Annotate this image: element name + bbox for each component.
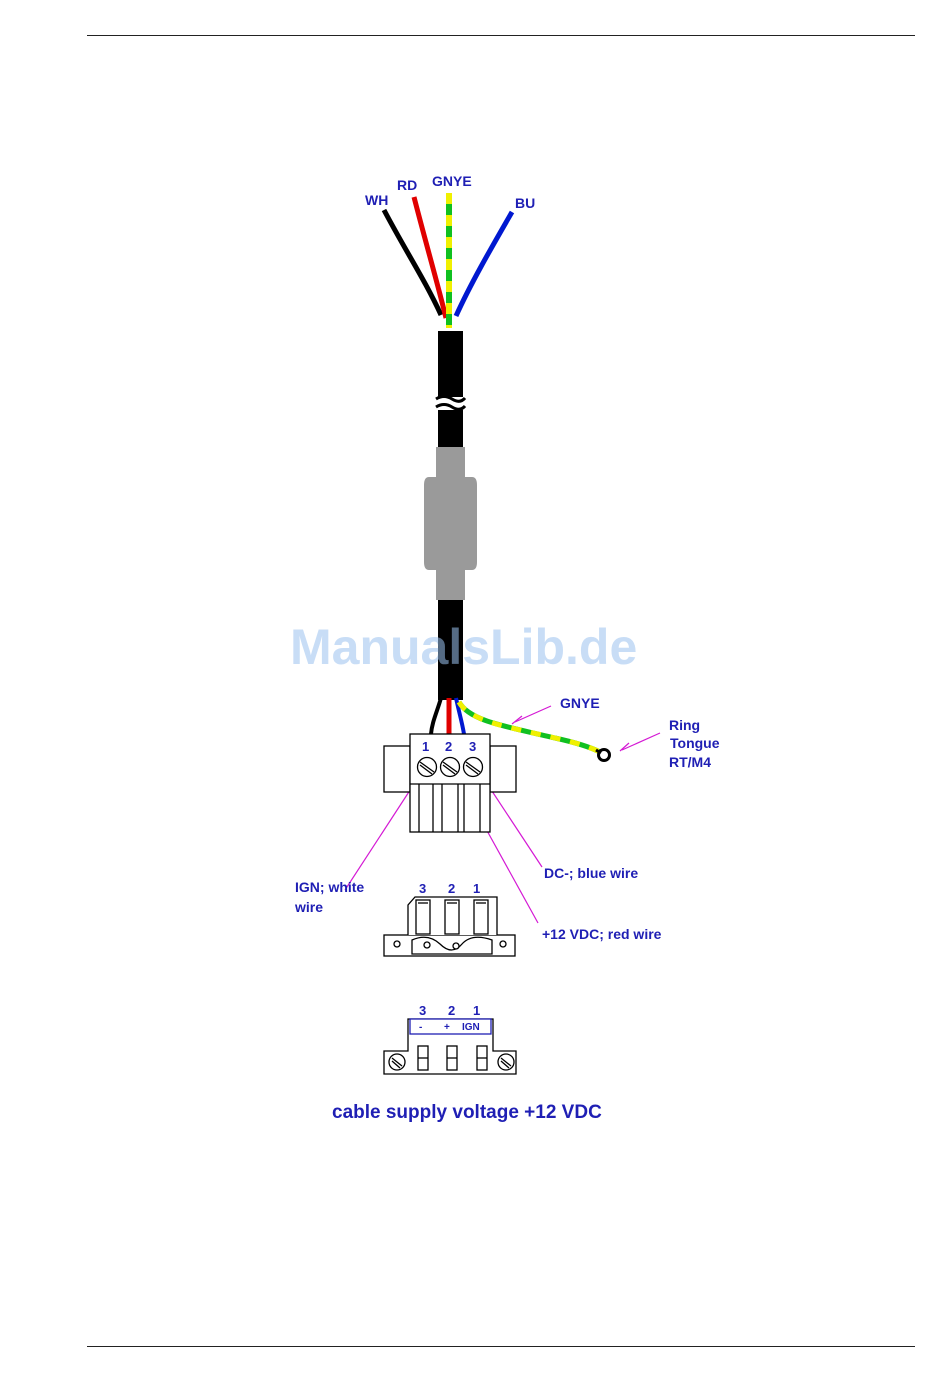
ground-wire-label: GNYE: [560, 695, 600, 711]
ring-tongue-terminal: [596, 750, 610, 761]
strain-relief-sleeve: [424, 447, 477, 600]
side-pin-3: 3: [419, 881, 426, 896]
leader-lines: [345, 706, 660, 923]
top-pin-3: 3: [469, 739, 476, 754]
front-label-ign: IGN: [462, 1022, 480, 1033]
watermark-text: ManualsLib.de: [290, 619, 637, 675]
wire-label-wh: WH: [365, 192, 388, 208]
diagram-caption: cable supply voltage +12 VDC: [332, 1102, 602, 1123]
blue-wire-upper: [456, 212, 512, 316]
ring-tongue-line-3: RT/M4: [669, 754, 711, 770]
ring-tongue-line-2: Tongue: [670, 735, 720, 751]
front-label-plus: +: [444, 1022, 450, 1033]
callout-ign-line-1: IGN; white: [295, 879, 364, 895]
callout-dc-minus: DC-; blue wire: [544, 865, 638, 881]
top-pin-2: 2: [445, 739, 452, 754]
callout-plus12: +12 VDC; red wire: [542, 926, 662, 942]
front-pin-3: 3: [419, 1003, 426, 1018]
callout-ign-line-2: wire: [294, 899, 323, 915]
top-pin-1: 1: [422, 739, 429, 754]
connector-front-view: [384, 1019, 516, 1074]
connector-side-view: [384, 897, 515, 956]
connector-screws: [418, 758, 483, 777]
side-pin-2: 2: [448, 881, 455, 896]
side-pin-1: 1: [473, 881, 480, 896]
red-wire-upper: [414, 197, 446, 318]
wire-label-rd: RD: [397, 177, 417, 193]
wire-label-bu: BU: [515, 195, 535, 211]
ring-tongue-line-1: Ring: [669, 717, 700, 733]
front-pin-2: 2: [448, 1003, 455, 1018]
upper-wire-fanout: [384, 193, 512, 328]
front-label-minus: -: [419, 1022, 422, 1033]
front-pin-1: 1: [473, 1003, 480, 1018]
wire-label-gnye: GNYE: [432, 173, 472, 189]
